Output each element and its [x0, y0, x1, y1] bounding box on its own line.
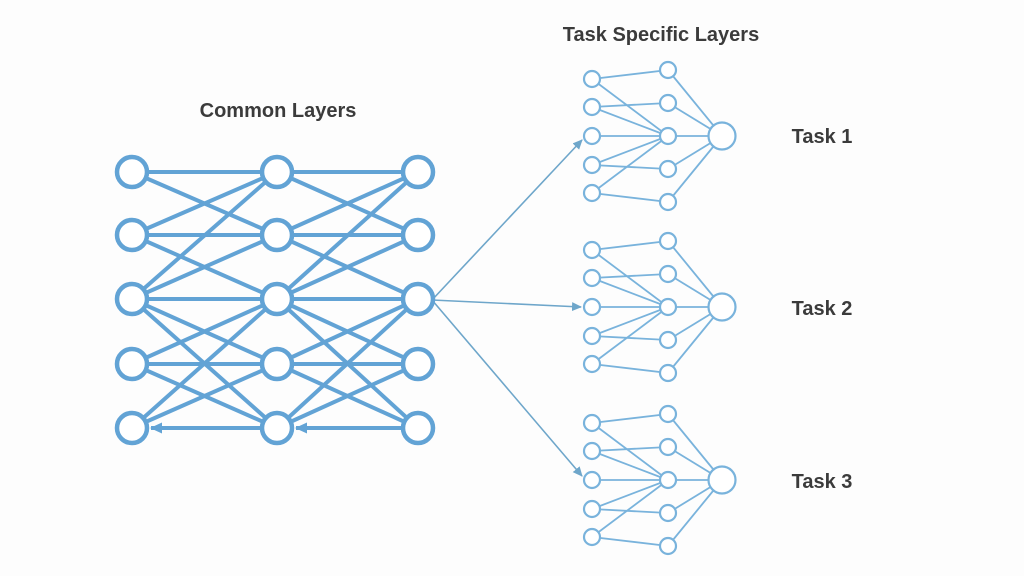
task-specific-layers-title: Task Specific Layers [562, 24, 760, 46]
fan-arrows [431, 139, 583, 477]
task-networks [582, 60, 737, 556]
common-network-nodes [114, 154, 436, 446]
common-network-edges [130, 170, 420, 434]
task-3-label: Task 3 [791, 471, 853, 493]
task-1-label: Task 1 [791, 126, 853, 148]
common-layers-title: Common Layers [199, 100, 357, 122]
task-2-label: Task 2 [791, 298, 853, 320]
